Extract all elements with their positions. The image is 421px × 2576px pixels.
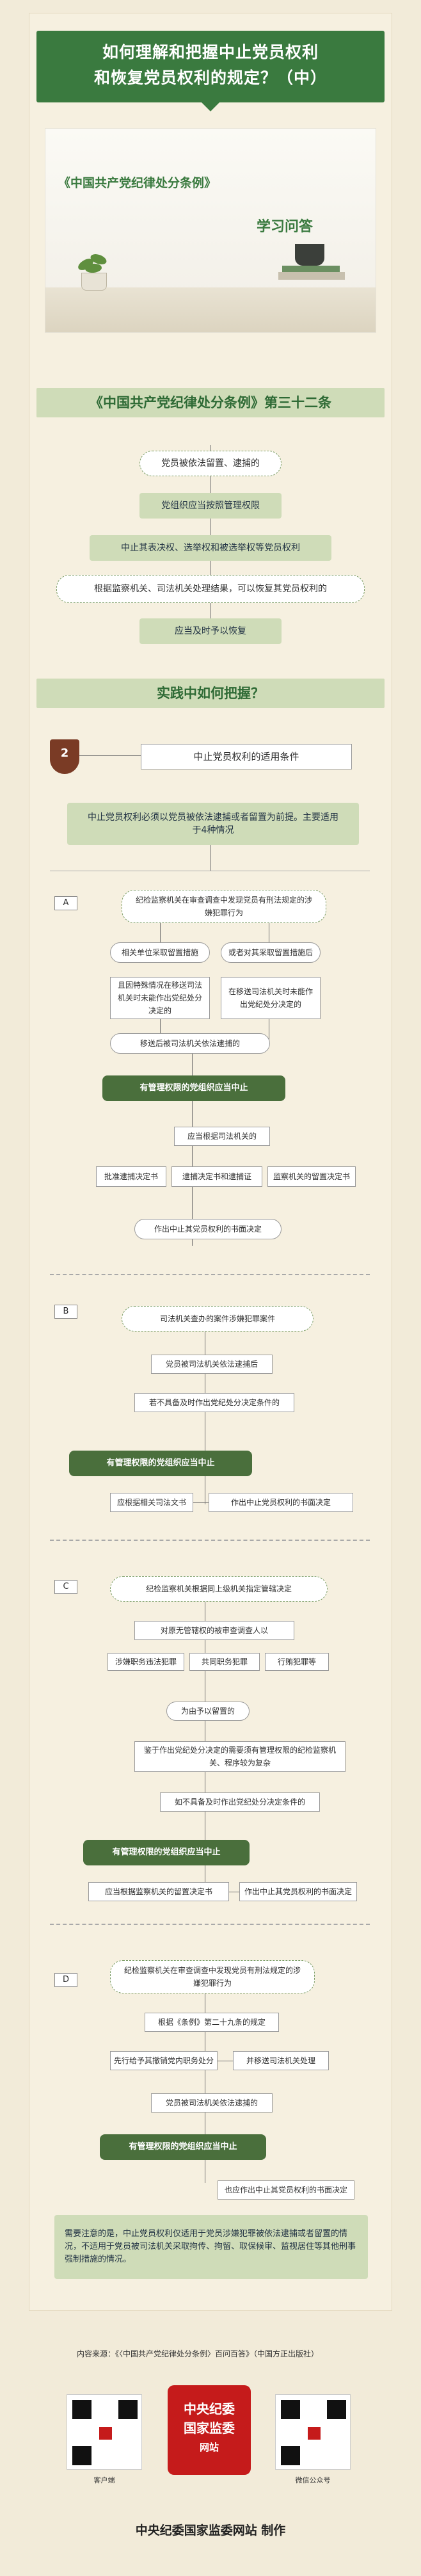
case-c-result: 作出中止其党员权利的书面决定 <box>239 1882 357 1901</box>
case-a-left1: 相关单位采取留置措施 <box>110 942 210 963</box>
page-title: 如何理解和把握中止党员权利 和恢复党员权利的规定？（中） <box>93 43 327 87</box>
hero-book-title: 《中国共产党纪律处分条例》 <box>58 176 217 190</box>
case-a-result: 作出中止其党员权利的书面决定 <box>134 1219 282 1239</box>
case-c-step-1: 对原无管辖权的被审查调查人以 <box>134 1621 294 1640</box>
hero-image: 《中国共产党纪律处分条例》 学习问答 <box>45 128 376 333</box>
case-a-mid: 应当根据司法机关的 <box>174 1127 270 1146</box>
case-a-doc-3: 监察机关的留置决定书 <box>267 1166 356 1187</box>
intro-box: 中止党员权利必须以党员被依法逮捕或者留置为前提。主要适用于4种情况 <box>67 803 359 845</box>
content-source: 内容来源：《〈中国共产党纪律处分条例〉百问百答》（中国方正出版社） <box>77 2349 319 2358</box>
client-qr-code <box>67 2394 142 2470</box>
case-c-step-2: 为由予以留置的 <box>166 1702 250 1721</box>
note-box: 需要注意的是，中止党员权利仅适用于党员涉嫌犯罪被依法逮捕或者留置的情况，不适用于… <box>54 2215 368 2279</box>
credit-line: 中央纪委国家监委网站 制作 <box>135 2524 286 2538</box>
case-d-top: 纪检监察机关在审查调查中发现党员有刑法规定的涉嫌犯罪行为 <box>110 1960 315 1993</box>
case-d-left: 先行给予其撤销党内职务处分 <box>110 2051 218 2070</box>
case-a-label: A <box>54 896 77 910</box>
case-b-step-1: 党员被司法机关依法逮捕后 <box>151 1355 273 1374</box>
case-d-label: D <box>54 1973 77 1987</box>
case-a-right2: 在移送司法机关时未能作出党纪处分决定的 <box>221 977 321 1019</box>
case-a-merge: 移送后被司法机关依法逮捕的 <box>110 1033 270 1054</box>
case-a-left2: 且因特殊情况在移送司法机关时未能作出党纪处分决定的 <box>110 977 210 1019</box>
case-d-step-1: 根据《条例》第二十九条的规定 <box>145 2013 279 2032</box>
article-title-bar: 《中国共产党纪律处分条例》第三十二条 <box>36 388 385 417</box>
number-shield-icon: 2 <box>50 739 79 774</box>
case-b-org: 有管理权限的党组织应当中止 <box>69 1451 252 1476</box>
case-d-step-2: 党员被司法机关依法逮捕的 <box>151 2093 273 2113</box>
case-b-doc: 应根据相关司法文书 <box>110 1493 193 1512</box>
case-c-org: 有管理权限的党组织应当中止 <box>83 1840 250 1865</box>
header-notch <box>202 102 219 111</box>
page-header: 如何理解和把握中止党员权利 和恢复党员权利的规定？（中） <box>36 31 385 102</box>
case-c-top: 纪检监察机关根据同上级机关指定管辖决定 <box>110 1576 328 1602</box>
case-d-right: 并移送司法机关处理 <box>233 2051 329 2070</box>
case-c-label: C <box>54 1580 77 1594</box>
case-a-top: 纪检监察机关在审查调查中发现党员有刑法规定的涉嫌犯罪行为 <box>122 890 326 923</box>
article-step-1: 党员被依法留置、逮捕的 <box>139 451 282 476</box>
ccdi-logo: 中央纪委 国家监委 网站 <box>168 2385 251 2475</box>
wechat-qr-code <box>275 2394 351 2470</box>
practice-title-bar: 实践中如何把握？ <box>36 679 385 708</box>
case-c-step-4: 如不具备及时作出党纪处分决定条件的 <box>160 1792 320 1812</box>
case-b-label: B <box>54 1305 77 1319</box>
article-step-5: 应当及时予以恢复 <box>139 618 282 644</box>
case-b-step-2: 若不具备及时作出党纪处分决定条件的 <box>134 1393 294 1412</box>
case-c-doc: 应当根据监察机关的留置决定书 <box>88 1882 229 1901</box>
point-connector <box>79 755 141 756</box>
case-c-item-2: 共同职务犯罪 <box>189 1653 260 1671</box>
case-a-org: 有管理权限的党组织应当中止 <box>102 1075 285 1101</box>
case-c-step-3: 鉴于作出党纪处分决定的需要须有管理权限的纪检监察机关、程序较为复杂 <box>134 1741 346 1772</box>
case-c-item-3: 行贿犯罪等 <box>265 1653 329 1671</box>
point-title: 中止党员权利的适用条件 <box>141 744 352 769</box>
article-step-2: 党组织应当按照管理权限 <box>139 493 282 519</box>
case-c-item-1: 涉嫌职务违法犯罪 <box>107 1653 184 1671</box>
case-d-result: 也应作出中止其党员权利的书面决定 <box>218 2180 354 2200</box>
case-a-right1: 或者对其采取留置措施后 <box>221 942 321 963</box>
hero-shelf <box>45 287 376 332</box>
case-b-top: 司法机关查办的案件涉嫌犯罪案件 <box>122 1306 314 1332</box>
client-qr-caption: 客户端 <box>93 2476 115 2484</box>
case-a-doc-1: 批准逮捕决定书 <box>96 1166 166 1187</box>
case-d-org: 有管理权限的党组织应当中止 <box>100 2134 266 2160</box>
case-b-result: 作出中止党员权利的书面决定 <box>209 1493 353 1512</box>
case-a-doc-2: 逮捕决定书和逮捕证 <box>171 1166 262 1187</box>
article-step-3: 中止其表决权、选举权和被选举权等党员权利 <box>90 535 331 561</box>
article-step-4: 根据监察机关、司法机关处理结果，可以恢复其党员权利的 <box>56 575 365 603</box>
wechat-qr-caption: 微信公众号 <box>295 2476 331 2484</box>
hero-qa-label: 学习问答 <box>257 219 314 235</box>
